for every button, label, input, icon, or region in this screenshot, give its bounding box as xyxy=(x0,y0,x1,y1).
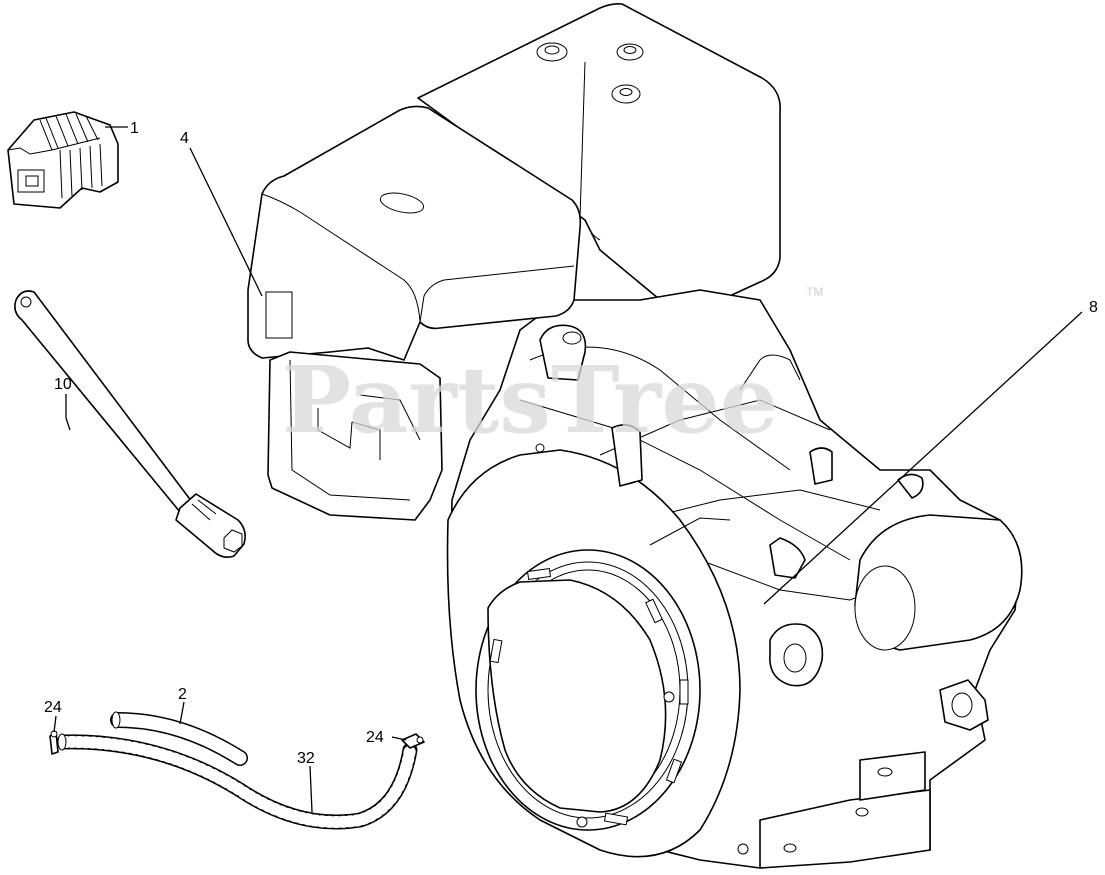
air-cleaner-base xyxy=(267,351,443,521)
spark-plug-wrench-part-10 xyxy=(14,290,246,558)
fuel-line-part-32 xyxy=(56,733,418,830)
leader-lines xyxy=(53,147,1083,813)
fuel-line-part-2 xyxy=(110,711,248,766)
callout-labels: 1 4 10 8 2 24 32 24 xyxy=(44,120,1098,767)
engine-assembly xyxy=(417,3,1023,869)
callout-8: 8 xyxy=(1089,299,1098,316)
callout-24-right: 24 xyxy=(366,729,384,746)
callout-1: 1 xyxy=(130,120,139,137)
watermark-text: PartsTree xyxy=(282,346,778,454)
rectifier-part-1 xyxy=(7,111,128,209)
callout-24-left: 24 xyxy=(44,699,62,716)
callout-10: 10 xyxy=(54,376,72,393)
callout-4: 4 xyxy=(180,130,189,147)
watermark-trademark: TM xyxy=(806,285,823,299)
callout-2: 2 xyxy=(178,686,187,703)
hose-clamp-part-24-left xyxy=(49,730,59,755)
callout-32: 32 xyxy=(297,750,315,767)
hose-clamp-part-24-right xyxy=(401,733,425,749)
